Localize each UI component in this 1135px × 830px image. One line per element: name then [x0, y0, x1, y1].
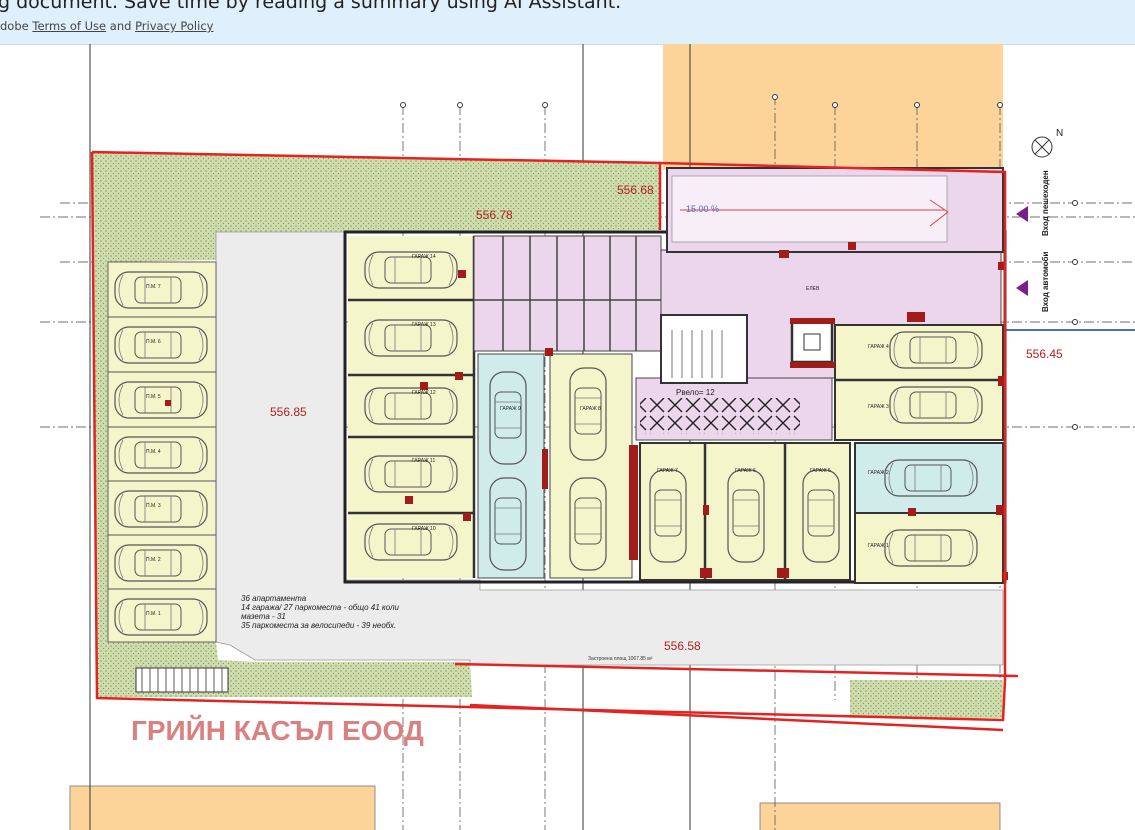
stairwell	[660, 314, 748, 384]
compass-icon	[1031, 136, 1053, 158]
floor-plan-drawing: ЕЛЕВ 15.00 %	[40, 44, 1135, 830]
neighbor-plot-bottom-right	[759, 802, 1001, 830]
elevation-1: 556.68	[617, 183, 654, 197]
compass-north: N	[1056, 128, 1063, 139]
entrance-marker-cars	[1016, 280, 1028, 296]
parking-label: П.М. 2	[146, 557, 161, 563]
garages-left	[348, 236, 476, 578]
summary-bikes: 35 паркоместа за велосипеди - 39 необх.	[241, 621, 396, 630]
parking-label: П.М. 5	[146, 394, 161, 400]
garage-label: ГАРАЖ 3	[868, 404, 889, 410]
garage-label: ГАРАЖ 8	[580, 406, 601, 412]
entrance-pedestrian-label: Вход пешеходен	[1041, 170, 1050, 236]
garage-label: ГАРАЖ 5	[810, 468, 831, 474]
parking-label: П.М. 7	[146, 284, 161, 290]
garage-label: ГАРАЖ 12	[412, 390, 436, 396]
entrance-cars-label: Вход автомоби	[1041, 252, 1050, 313]
parking-label: П.М. 6	[146, 339, 161, 345]
garages-right	[834, 324, 1004, 584]
area-note: Застроена площ 1067.85 м²	[588, 656, 653, 662]
tower-label: ЕЛЕВ	[806, 286, 820, 292]
property-boundary	[90, 150, 1019, 732]
banner-legal: dobe Terms of Use and Privacy Policy	[0, 19, 213, 33]
ramp-note: Рвело= 12	[676, 388, 715, 397]
ai-assistant-banner: g document. Save time by reading a summa…	[0, 0, 1135, 45]
site-landscape	[92, 152, 660, 697]
summary-garages: 14 гаража/ 27 паркоместа - общо 41 коли	[241, 603, 399, 612]
elevation-2: 556.78	[476, 208, 513, 222]
elevation-5: 556.58	[664, 639, 701, 653]
parking-label: П.М. 1	[146, 611, 161, 617]
privacy-link[interactable]: Privacy Policy	[135, 19, 214, 33]
garage-label: ГАРАЖ 14	[412, 254, 436, 260]
garage-label: ГАРАЖ 11	[412, 458, 435, 464]
entrance-marker-pedestrian	[1016, 206, 1028, 222]
central-parking	[477, 353, 633, 579]
garage-label: ГАРАЖ 4	[868, 344, 889, 350]
garage-label: ГАРАЖ 9	[500, 406, 521, 412]
neighbor-plot-bottom-left	[69, 785, 376, 830]
banner-prefix: dobe	[0, 19, 29, 33]
parking-column	[107, 261, 217, 643]
garage-label: ГАРАЖ 2	[868, 470, 889, 476]
summary-apartments: 36 апартамента	[241, 594, 307, 603]
garage-label: ГАРАЖ 7	[657, 468, 678, 474]
garage-label: ГАРАЖ 13	[412, 322, 436, 328]
garage-label: ГАРАЖ 10	[412, 526, 436, 532]
elevator	[790, 320, 834, 364]
terms-link[interactable]: Terms of Use	[32, 19, 107, 33]
banner-message: g document. Save time by reading a summa…	[0, 0, 622, 13]
parking-label: П.М. 4	[146, 449, 161, 455]
elevation-4: 556.45	[1026, 347, 1063, 361]
garage-label: ГАРАЖ 1	[868, 543, 889, 549]
summary-storage: мазета - 31	[241, 612, 286, 621]
parking-label: П.М. 3	[146, 503, 161, 509]
ramp-slope: 15.00 %	[686, 204, 719, 214]
elevation-3: 556.85	[270, 405, 307, 419]
banner-and: and	[109, 19, 132, 33]
company-name: ГРИЙН КАСЪЛ ЕООД	[131, 714, 424, 746]
garage-label: ГАРАЖ 6	[735, 468, 756, 474]
garages-bottom	[639, 442, 851, 581]
